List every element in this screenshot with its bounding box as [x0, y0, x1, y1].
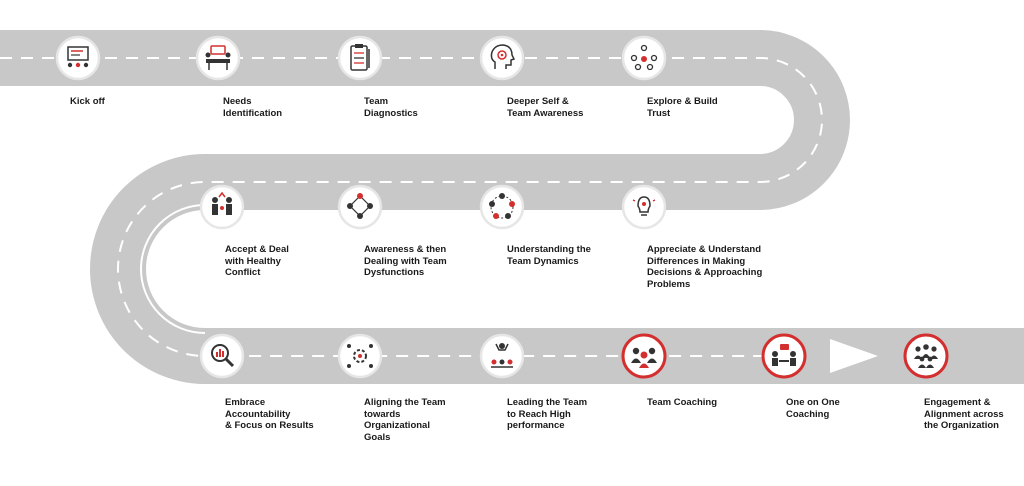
- team-circle-icon: [479, 184, 525, 230]
- magnifier-chart-icon: [199, 333, 245, 379]
- clipboard-checklist-icon: [337, 35, 383, 81]
- milestone-label: Team Coaching: [647, 397, 718, 408]
- gear-people-icon: [337, 333, 383, 379]
- presentation-icon: [55, 35, 101, 81]
- milestone-label: Accept & Deal with Healthy Conflict: [225, 244, 289, 278]
- milestone-label: Deeper Self & Team Awareness: [507, 96, 584, 119]
- leader-team-icon: [479, 333, 525, 379]
- milestone-label: Awareness & then Dealing with Team Dysfu…: [364, 244, 447, 278]
- milestone-label: Team Diagnostics: [364, 96, 418, 119]
- lightbulb-icon: [621, 184, 667, 230]
- milestone-label: Explore & Build Trust: [647, 96, 718, 119]
- conflict-people-icon: [199, 184, 245, 230]
- milestone-label: Understanding the Team Dynamics: [507, 244, 591, 267]
- road-edge-line: [140, 204, 206, 334]
- meeting-table-icon: [195, 35, 241, 81]
- milestone-label: Appreciate & Understand Differences in M…: [647, 244, 763, 290]
- milestone-label: Leading the Team to Reach High performan…: [507, 397, 588, 431]
- milestone-label: Needs Identification: [223, 96, 283, 119]
- milestone-label: Engagement & Alignment across the Organi…: [924, 397, 1004, 431]
- crowd-icon: [903, 333, 949, 379]
- people-nodes-icon: [337, 184, 383, 230]
- milestone-label: Kick off: [70, 96, 105, 107]
- head-profile-icon: [479, 35, 525, 81]
- direction-arrow: [830, 339, 878, 373]
- milestone-label: Aligning the Team towards Organizational…: [364, 397, 446, 443]
- lane-marking: [0, 57, 823, 357]
- one-on-one-coaching-icon: [761, 333, 807, 379]
- milestone-label: One on One Coaching: [786, 397, 840, 420]
- team-coaching-icon: [621, 333, 667, 379]
- milestone-label: Embrace Accountability & Focus on Result…: [225, 397, 314, 431]
- team-network-icon: [621, 35, 667, 81]
